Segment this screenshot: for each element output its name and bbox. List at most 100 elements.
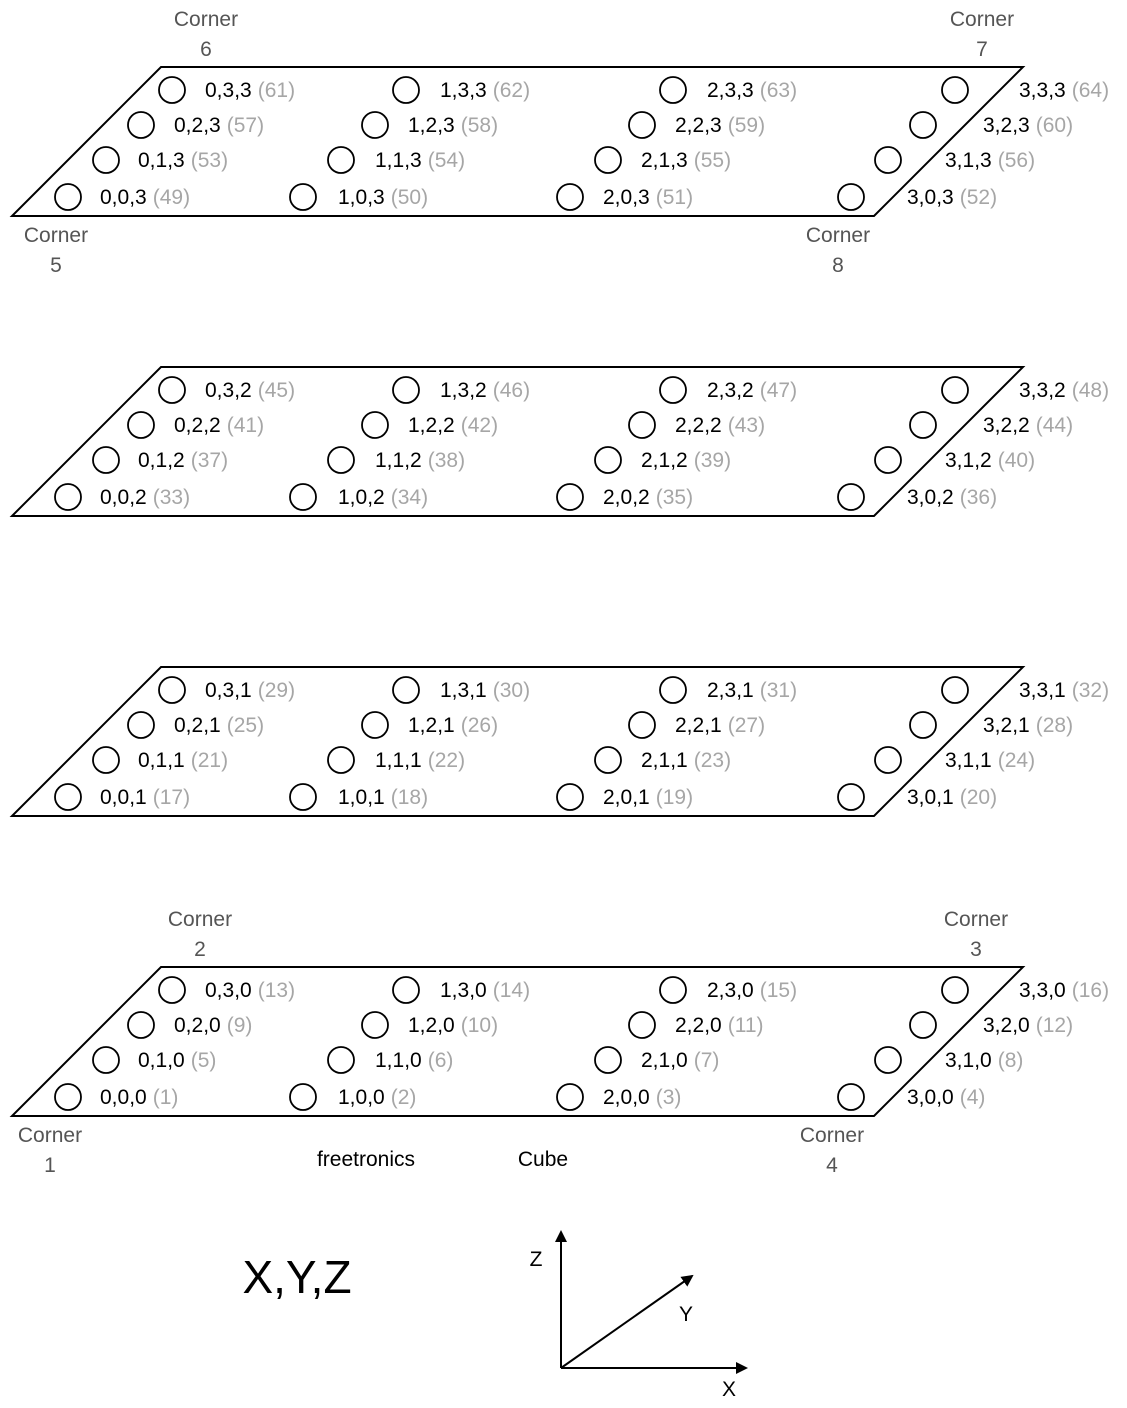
brand-label: freetronics: [317, 1148, 415, 1171]
led-index: (55): [694, 149, 731, 172]
led-label: 1,1,3(54): [375, 149, 465, 172]
led-circle: [909, 1011, 937, 1039]
led-label: 0,0,3(49): [100, 186, 190, 209]
led-circle: [127, 111, 155, 139]
led-coord: 3,2,0: [983, 1014, 1030, 1037]
led-label: 3,3,1(32): [1019, 679, 1109, 702]
led-circle: [874, 146, 902, 174]
led-index: (1): [153, 1086, 179, 1109]
led-circle: [127, 711, 155, 739]
led-coord: 2,3,2: [707, 379, 754, 402]
led-index: (40): [998, 449, 1035, 472]
led-circle: [361, 111, 389, 139]
led-coord: 0,1,2: [138, 449, 185, 472]
led-index: (2): [391, 1086, 417, 1109]
led-index: (58): [461, 114, 498, 137]
led-label: 2,2,2(43): [675, 414, 765, 437]
led-circle: [92, 446, 120, 474]
led-circle: [628, 411, 656, 439]
led-label: 3,3,3(64): [1019, 79, 1109, 102]
led-circle: [909, 411, 937, 439]
led-label: 1,3,0(14): [440, 979, 530, 1002]
led-circle: [659, 76, 687, 104]
led-index: (39): [694, 449, 731, 472]
corner-labels: Corner6Corner7Corner5Corner8Corner2Corne…: [18, 8, 1014, 1177]
led-index: (33): [153, 486, 190, 509]
led-label: 1,0,0(2): [338, 1086, 416, 1109]
led-index: (14): [493, 979, 530, 1002]
led-label: 1,1,1(22): [375, 749, 465, 772]
led-index: (44): [1036, 414, 1073, 437]
layer-plane: [9, 66, 1026, 217]
led-index: (9): [227, 1014, 253, 1037]
layer-z0: 0,3,0(13)1,3,0(14)2,3,0(15)3,3,0(16)0,2,…: [9, 966, 1109, 1117]
led-circle: [594, 446, 622, 474]
led-coord: 0,0,3: [100, 186, 147, 209]
led-circle: [327, 746, 355, 774]
led-circle: [837, 183, 865, 211]
led-coord: 2,2,0: [675, 1014, 722, 1037]
led-coord: 0,3,3: [205, 79, 252, 102]
led-coord: 2,2,3: [675, 114, 722, 137]
led-label: 3,2,0 (12): [983, 1014, 1073, 1037]
corner-word: Corner: [800, 1124, 864, 1147]
led-label: 1,1,2(38): [375, 449, 465, 472]
led-coord: 2,0,3: [603, 186, 650, 209]
led-index: (21): [191, 749, 228, 772]
led-circle: [837, 483, 865, 511]
led-coord: 3,1,2: [945, 449, 992, 472]
led-label: 3,0,2(36): [907, 486, 997, 509]
led-circle: [92, 746, 120, 774]
led-label: 0,2,1(25): [174, 714, 264, 737]
led-circle: [327, 1046, 355, 1074]
layer-z2: 0,3,2(45)1,3,2(46)2,3,2(47)3,3,2(48)0,2,…: [9, 366, 1109, 517]
led-label: 3,2,3(60): [983, 114, 1073, 137]
led-circle: [158, 676, 186, 704]
led-label: 2,1,3(55): [641, 149, 731, 172]
led-coord: 2,0,2: [603, 486, 650, 509]
corner-word: Corner: [174, 8, 238, 31]
corner-number: 1: [44, 1154, 56, 1177]
led-label: 3,1,3(56): [945, 149, 1035, 172]
led-label: 2,0,0(3): [603, 1086, 681, 1109]
led-coord: 0,3,1: [205, 679, 252, 702]
led-coord: 2,2,2: [675, 414, 722, 437]
led-label: 2,0,3(51): [603, 186, 693, 209]
led-coord: 1,0,3: [338, 186, 385, 209]
led-index: (19): [656, 786, 693, 809]
led-circle: [158, 376, 186, 404]
led-circle: [909, 711, 937, 739]
led-coord: 1,1,2: [375, 449, 422, 472]
led-index: (36): [960, 486, 997, 509]
led-label: 3,3,0(16): [1019, 979, 1109, 1002]
corner-word: Corner: [944, 908, 1008, 931]
led-circle: [659, 676, 687, 704]
led-circle: [289, 1083, 317, 1111]
led-circle: [659, 376, 687, 404]
y-axis-arrow: [560, 1274, 694, 1369]
led-circle: [874, 1046, 902, 1074]
led-label: 2,2,0(11): [675, 1014, 764, 1037]
led-index: (12): [1036, 1014, 1073, 1037]
led-circle: [941, 676, 969, 704]
led-coord: 0,1,0: [138, 1049, 185, 1072]
led-circle: [837, 783, 865, 811]
led-label: 3,1,0(8): [945, 1049, 1023, 1072]
led-index: (41): [227, 414, 264, 437]
led-index: (47): [760, 379, 797, 402]
led-index: (53): [191, 149, 228, 172]
led-index: (61): [258, 79, 295, 102]
led-label: 0,1,2(37): [138, 449, 228, 472]
led-label: 1,2,0(10): [408, 1014, 498, 1037]
led-coord: 1,2,0: [408, 1014, 455, 1037]
led-label: 1,1,0(6): [375, 1049, 453, 1072]
led-index: (6): [428, 1049, 454, 1072]
led-coord: 3,3,3: [1019, 79, 1066, 102]
led-label: 0,1,3(53): [138, 149, 228, 172]
led-label: 2,3,2 (47): [707, 379, 797, 402]
led-coord: 2,3,3: [707, 79, 754, 102]
led-label: 0,3,2(45): [205, 379, 295, 402]
led-label: 2,2,3(59): [675, 114, 765, 137]
